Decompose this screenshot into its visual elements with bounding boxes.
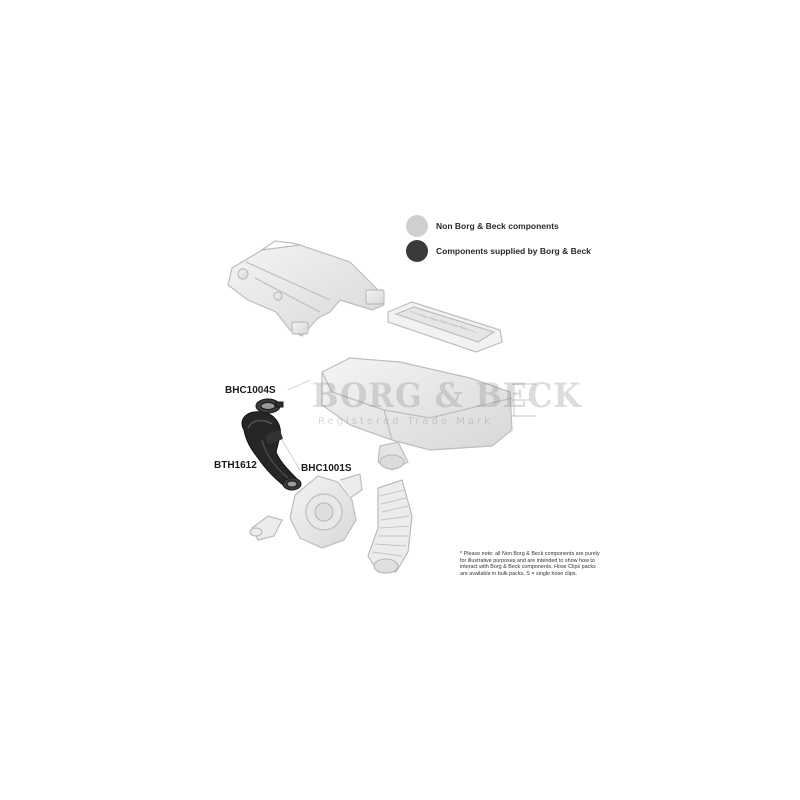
corrugated-intake-hose bbox=[367, 479, 413, 574]
part-label-bth1612: BTH1612 bbox=[214, 460, 257, 471]
part-label-bhc1001s: BHC1001S bbox=[301, 463, 352, 474]
watermark-brand: BORG & BECK bbox=[312, 376, 582, 416]
hose-clip-bhc1001s bbox=[282, 477, 302, 491]
pipe-fitting bbox=[249, 515, 283, 541]
air-filter-element bbox=[387, 301, 503, 353]
disclaimer-note: * Please note: all Non Borg & Beck compo… bbox=[460, 551, 600, 577]
legend-label-non-borg: Non Borg & Beck components bbox=[436, 221, 559, 231]
leader-lines bbox=[281, 379, 311, 471]
watermark-lines bbox=[512, 383, 536, 417]
watermark-tagline: Registered Trade Mark bbox=[318, 416, 493, 427]
turbocharger bbox=[289, 473, 363, 549]
legend-borg: Components supplied by Borg & Beck bbox=[406, 240, 591, 262]
legend-non-borg: Non Borg & Beck components bbox=[406, 215, 559, 237]
legend-dot-non-borg bbox=[406, 215, 428, 237]
air-filter-housing bbox=[321, 357, 513, 471]
hose-clip-bhc1004s bbox=[255, 398, 284, 414]
turbo-hose-bth1612 bbox=[241, 411, 299, 491]
intake-manifold bbox=[227, 240, 385, 337]
part-label-bhc1004s: BHC1004S bbox=[225, 385, 276, 396]
legend-dot-borg bbox=[406, 240, 428, 262]
legend-label-borg: Components supplied by Borg & Beck bbox=[436, 246, 591, 256]
